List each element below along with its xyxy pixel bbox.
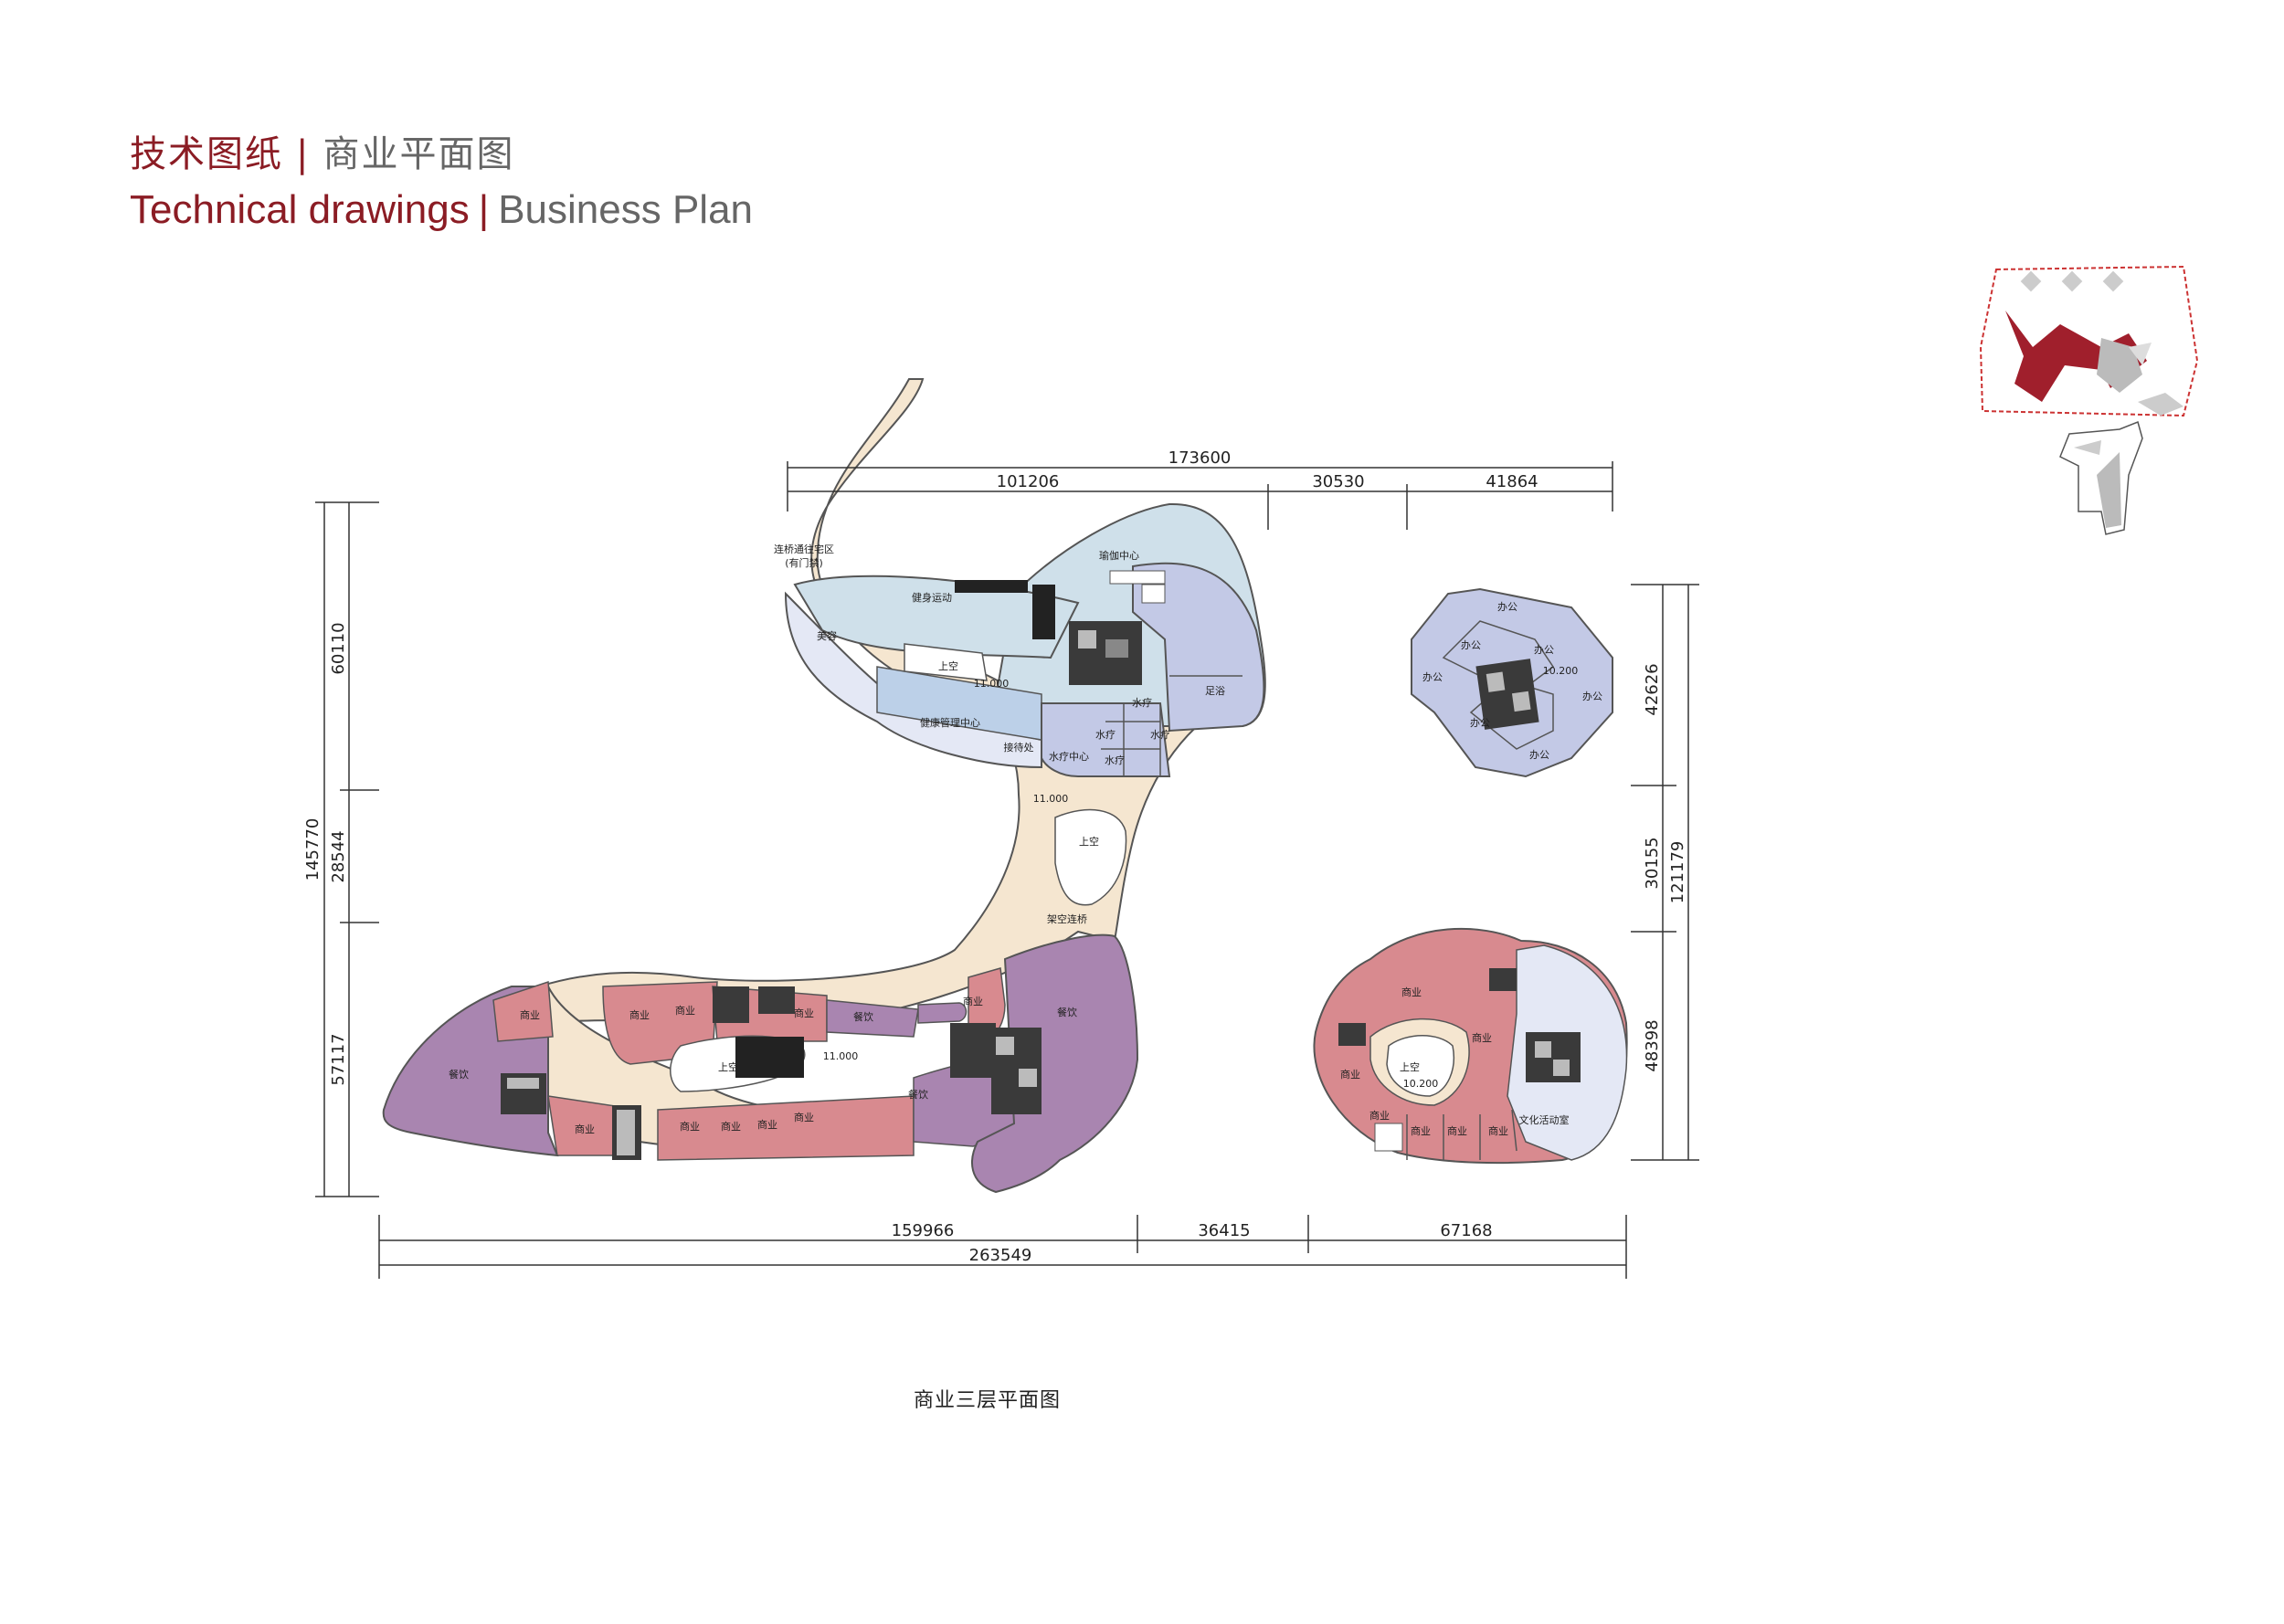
key-plan [1979,265,2199,535]
dim-right-total: 121179 [1668,841,1687,904]
label-commerce-5: 商业 [963,995,983,1007]
label-commerce-2: 商业 [629,1008,650,1021]
label-dining-4: 餐饮 [908,1088,928,1101]
label-office-6: 办公 [1470,717,1490,729]
dimension-texts: 173600 101206 30530 41864 159966 36415 6… [303,448,1687,1265]
label-office-1: 办公 [1497,601,1517,613]
dim-left-3: 57117 [329,1033,348,1085]
label-level-2: 11.000 [1033,793,1069,805]
label-commerce-7: 商业 [680,1120,700,1133]
label-hydro-3: 水疗 [1150,728,1170,741]
label-hydro-2: 水疗 [1132,696,1152,709]
dim-bottom-2: 36415 [1198,1221,1250,1240]
label-commerce-14: 商业 [1369,1109,1390,1122]
dim-left-total: 145770 [303,818,323,881]
label-void-4: 上空 [1400,1060,1420,1073]
dim-top-total: 173600 [1168,448,1232,468]
lower-left-block [382,933,1139,1194]
label-hydro-center: 水疗中心 [1049,750,1089,763]
label-commerce-1: 商业 [520,1008,540,1021]
label-commerce-3: 商业 [675,1004,695,1017]
label-commerce-6: 商业 [575,1123,595,1135]
label-commerce-12: 商业 [1340,1068,1360,1081]
office-block [1411,587,1613,778]
label-level-5: 10.200 [1403,1078,1439,1090]
subtitle-cn: 商业平面图 [323,133,515,175]
label-level-4: 10.200 [1543,665,1579,677]
label-yoga: 瑜伽中心 [1099,549,1139,562]
label-office-5: 办公 [1582,691,1602,702]
label-hydro-1: 水疗 [1095,728,1116,741]
title-separator-en: | [478,187,490,232]
label-void-3: 上空 [718,1060,738,1073]
label-bridge: 架空连桥 [1047,912,1087,925]
label-level-1: 11.000 [974,678,1010,690]
dim-top-2: 30530 [1312,472,1364,491]
label-void-1: 上空 [938,659,958,672]
label-office-2: 办公 [1461,639,1481,651]
lower-right-block [1313,927,1628,1165]
header-title-en: Technical drawings|Business Plan [130,187,753,233]
label-residential-2: (有门禁) [785,556,823,569]
label-culture: 文化活动室 [1519,1113,1570,1126]
label-health: 健康管理中心 [920,716,980,729]
label-commerce-15: 商业 [1411,1124,1431,1137]
label-commerce-4: 商业 [794,1007,814,1019]
label-foot: 足浴 [1205,685,1225,697]
title-en: Technical drawings [130,187,470,232]
label-commerce-17: 商业 [1488,1124,1508,1137]
label-commerce-13: 商业 [1472,1031,1492,1044]
label-dining-3: 餐饮 [1057,1006,1077,1018]
dim-bottom-3: 67168 [1440,1221,1492,1240]
label-hydro-4: 水疗 [1105,754,1125,766]
label-beauty: 美容 [817,629,837,642]
label-office-4: 办公 [1422,671,1443,683]
label-reception: 接待处 [1004,741,1034,754]
label-level-3: 11.000 [823,1050,859,1062]
label-commerce-11: 商业 [1401,986,1422,998]
bridge-void [1054,808,1127,906]
dimension-lines [315,461,1699,1279]
header-title-cn: 技术图纸 | 商业平面图 [130,124,514,177]
dim-top-1: 101206 [997,472,1060,491]
dim-right-2: 30155 [1643,837,1662,889]
dim-top-3: 41864 [1486,472,1538,491]
dim-right-1: 42626 [1643,663,1662,715]
subtitle-en: Business Plan [498,187,754,232]
label-void-2: 上空 [1079,835,1099,848]
label-fitness: 健身运动 [912,591,952,604]
drawing-caption: 商业三层平面图 [914,1389,1062,1412]
title-separator: | [296,133,311,175]
label-commerce-9: 商业 [757,1118,777,1131]
dim-right-3: 48398 [1643,1019,1662,1071]
room-labels: 瑜伽中心 连桥通往宅区 (有门禁) 健身运动 美容 健康管理中心 接待处 水疗中… [449,543,1602,1137]
dim-left-2: 28544 [329,830,348,882]
label-residential: 连桥通往宅区 [774,543,834,555]
label-commerce-16: 商业 [1447,1124,1467,1137]
upper-block [784,502,1266,777]
label-dining-2: 餐饮 [853,1010,873,1023]
label-dining-1: 餐饮 [449,1068,469,1081]
label-office-7: 办公 [1529,749,1549,761]
label-commerce-10: 商业 [794,1111,814,1123]
dim-left-1: 60110 [329,622,348,674]
dim-bottom-total: 263549 [969,1246,1032,1265]
dim-bottom-1: 159966 [892,1221,955,1240]
title-cn: 技术图纸 [130,133,283,175]
label-commerce-8: 商业 [721,1120,741,1133]
label-office-3: 办公 [1534,644,1554,656]
